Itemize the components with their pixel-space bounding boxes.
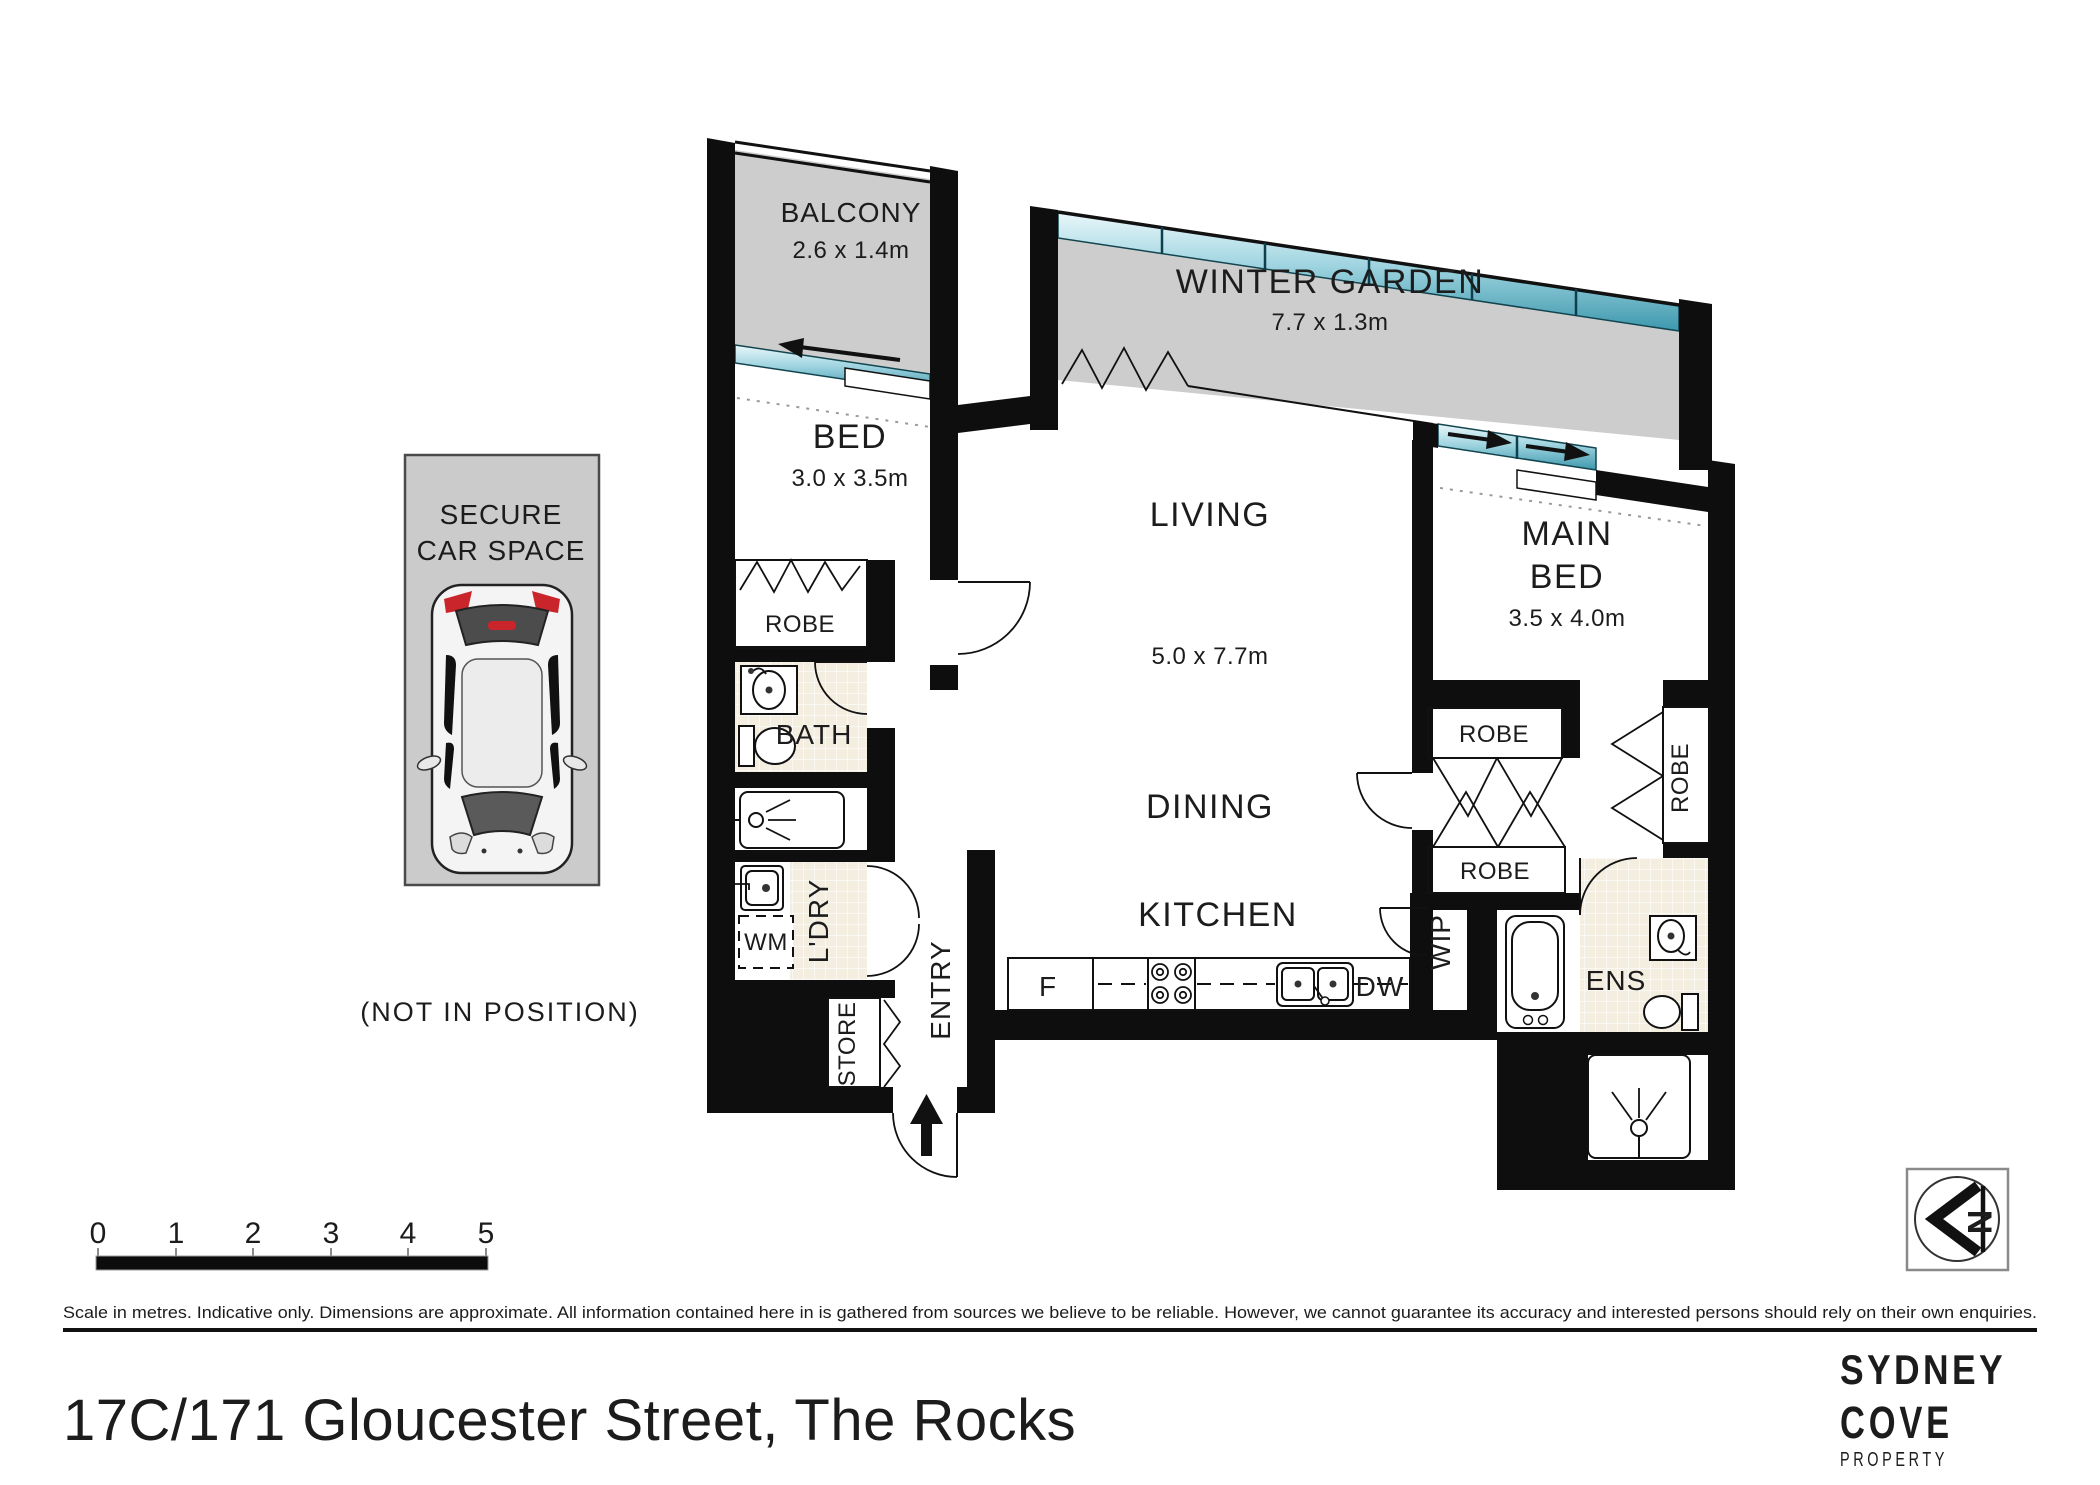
balcony-glass-rail <box>734 140 931 184</box>
car-space: SECURE CAR SPACE (NOT IN POSITION) <box>360 453 640 1027</box>
washing-machine <box>738 915 794 969</box>
scale-tick-0: 0 <box>90 1217 107 1250</box>
label-laundry: L'DRY <box>803 879 834 964</box>
disclaimer-text: Scale in metres. Indicative only. Dimens… <box>63 1303 2037 1322</box>
label-robe2: ROBE <box>1460 858 1530 885</box>
mainbed-robe1-box <box>1427 707 1563 759</box>
scale-tick-2: 2 <box>245 1217 262 1250</box>
room-label-bed: BED <box>813 418 887 456</box>
agency-logo: SYDNEY COVE PROPERTY <box>1840 1346 2006 1471</box>
balcony-slider-arrow-icon <box>778 338 901 362</box>
room-label-living: LIVING <box>1150 496 1270 534</box>
room-label-bath: BATH <box>776 719 853 750</box>
room-dims-winter-garden: 7.7 x 1.3m <box>1271 309 1388 336</box>
scale-bar: 0 1 2 3 4 5 <box>90 1217 495 1271</box>
scale-tick-1: 1 <box>168 1217 185 1250</box>
label-robe1: ROBE <box>1459 721 1529 748</box>
room-label-kitchen: KITCHEN <box>1138 896 1298 934</box>
entry-arrow-icon <box>910 1094 943 1156</box>
scale-tick-5: 5 <box>478 1217 495 1250</box>
label-wip: WIP <box>1425 914 1456 970</box>
label-store: STORE <box>834 1002 861 1087</box>
doors <box>814 581 1664 1178</box>
compass-icon: N <box>1905 1167 2010 1272</box>
balcony-threshold-dotted <box>736 397 931 428</box>
car-space-label-1: SECURE <box>440 499 563 530</box>
label-robe-bed: ROBE <box>765 611 835 638</box>
car-icon <box>416 583 588 875</box>
room-label-ens: ENS <box>1586 965 1647 996</box>
address-title: 17C/171 Gloucester Street, The Rocks <box>63 1388 1076 1453</box>
mainbed-robe2-box <box>1427 846 1566 894</box>
compass-north-label: N <box>1960 1210 1998 1235</box>
car-space-note: (NOT IN POSITION) <box>360 997 640 1027</box>
bed-robe-zigzag <box>739 558 861 594</box>
room-label-mainbed-2: BED <box>1530 558 1604 596</box>
scale-tick-3: 3 <box>323 1217 340 1250</box>
room-label-dining: DINING <box>1146 788 1274 826</box>
logo-line-3: PROPERTY <box>1840 1449 1948 1471</box>
bath-shower <box>730 791 845 849</box>
label-robe3: ROBE <box>1667 743 1694 813</box>
walls <box>707 138 1735 1190</box>
label-dishwasher: DW <box>1356 971 1405 1002</box>
kitchen-sink <box>1276 962 1354 1007</box>
cooktop <box>1147 957 1196 1011</box>
store-box <box>827 997 881 1088</box>
label-fridge: F <box>1039 971 1057 1002</box>
car-space-label-2: CAR SPACE <box>417 535 586 566</box>
room-dims-mainbed: 3.5 x 4.0m <box>1508 605 1625 632</box>
bath-sink <box>740 665 798 715</box>
mainbed-slider-arrows-icon <box>1447 430 1590 461</box>
balcony-area <box>735 150 930 374</box>
logo-line-1: SYDNEY <box>1840 1346 2006 1393</box>
mainbed-door-leaf <box>1516 469 1597 501</box>
ens-sink <box>1649 915 1697 961</box>
room-dims-living: 5.0 x 7.7m <box>1151 643 1268 670</box>
ens-shower <box>1587 1054 1691 1159</box>
laundry-tiles <box>790 862 867 980</box>
room-label-winter-garden: WINTER GARDEN <box>1176 263 1485 301</box>
label-wm: WM <box>744 929 788 956</box>
bed-robe-box <box>734 559 868 649</box>
winter-garden-opening-zigzag <box>1061 346 1189 392</box>
kitchen-bench <box>1007 957 1411 1011</box>
floor-plan: BALCONY 2.6 x 1.4m WINTER GARDEN 7.7 x 1… <box>707 138 1735 1190</box>
room-dims-bed: 3.0 x 3.5m <box>791 465 908 492</box>
ens-toilet <box>1643 993 1699 1031</box>
scale-tick-4: 4 <box>400 1217 417 1250</box>
footer-divider <box>63 1328 2037 1332</box>
room-dims-balcony: 2.6 x 1.4m <box>792 237 909 264</box>
logo-line-2: COVE <box>1840 1397 1953 1448</box>
mainbed-robe3-box <box>1662 706 1711 844</box>
label-entry: ENTRY <box>925 940 956 1039</box>
room-label-mainbed-1: MAIN <box>1522 515 1613 553</box>
ens-bathtub <box>1505 915 1565 1029</box>
laundry-sink <box>735 865 784 911</box>
bath-toilet <box>738 725 796 767</box>
room-label-balcony: BALCONY <box>781 197 922 228</box>
